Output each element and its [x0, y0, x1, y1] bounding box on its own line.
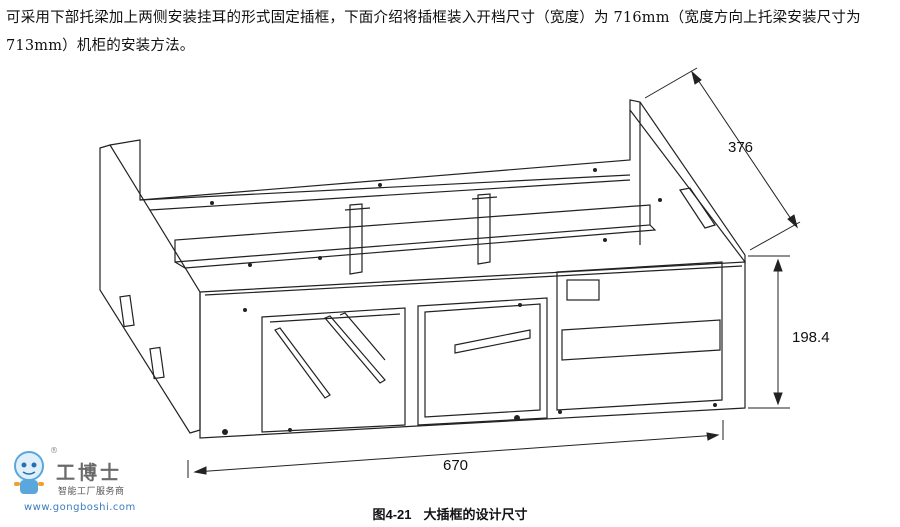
right-side-panel [629, 99, 746, 264]
mounting-holes [210, 168, 717, 435]
figure-caption: 图4-21 大插框的设计尺寸 [0, 504, 900, 523]
figure-number: 图4-21 [372, 507, 412, 522]
logo-url[interactable]: www.gongboshi.com [24, 502, 136, 513]
logo-subtitle: 智能工厂服务商 [58, 487, 125, 497]
intro-paragraph: 可采用下部托梁加上两侧安装挂耳的形式固定插框，下面介绍将插框装入开档尺寸（宽度）… [6, 10, 861, 54]
rear-rail [109, 110, 631, 201]
left-opening [261, 307, 406, 433]
dimension-depth-label: 376 [728, 139, 753, 156]
logo-title: 工博士 [56, 462, 123, 484]
middle-opening [417, 297, 548, 426]
left-side-panel [99, 144, 201, 434]
brand-logo: ® 工博士 智能工厂服务商 www.gongboshi.com [6, 446, 146, 518]
right-window [561, 319, 721, 361]
support-right [477, 193, 491, 265]
robot-mascot-icon [14, 451, 44, 494]
right-panel-frame [556, 261, 723, 411]
subrack-drawing: 376 198.4 670 [99, 67, 830, 478]
dimension-width-label: 670 [443, 457, 468, 474]
dimension-height-label: 198.4 [792, 329, 830, 346]
figure-title: 大插框的设计尺寸 [423, 507, 528, 522]
top-cross-bar [174, 204, 651, 263]
support-left [349, 203, 363, 275]
registered-mark: ® [50, 446, 58, 455]
